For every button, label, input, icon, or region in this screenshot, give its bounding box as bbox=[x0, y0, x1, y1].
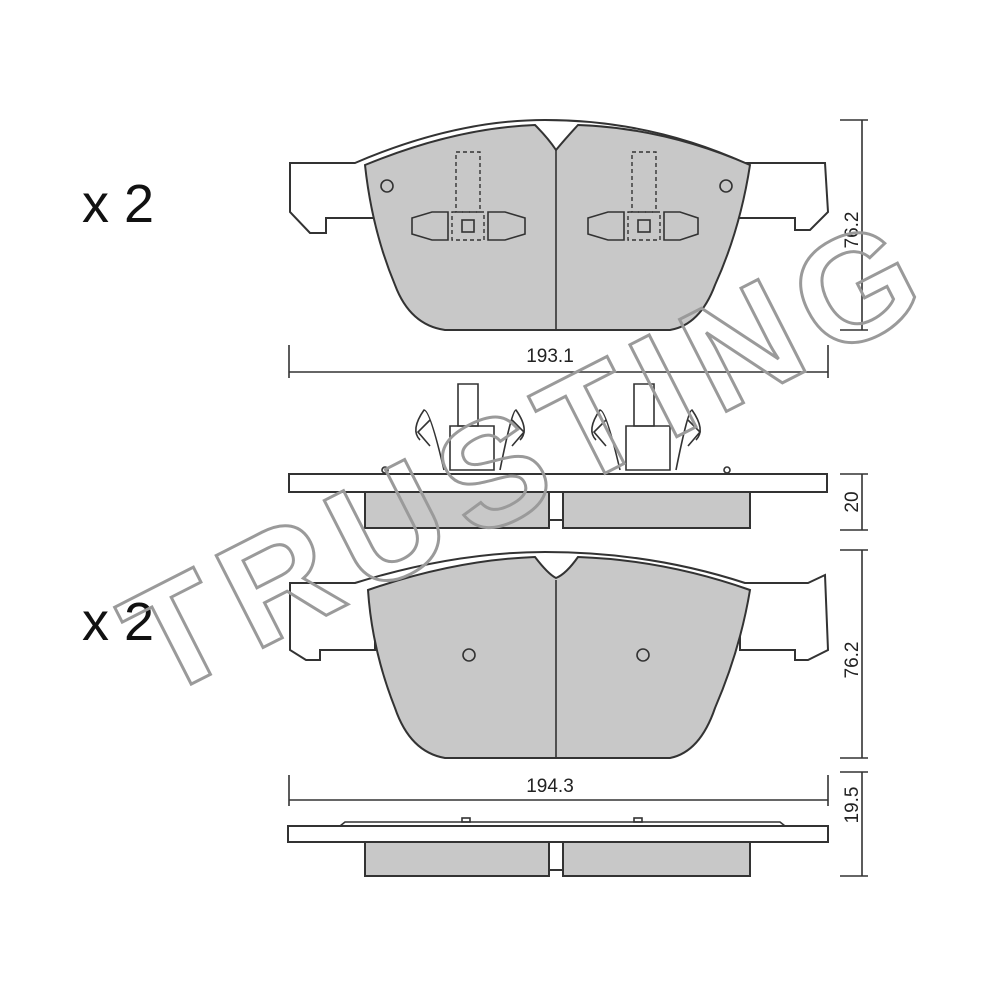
bottom-side-friction-right bbox=[562, 841, 751, 877]
bottom-left-hole bbox=[462, 648, 476, 662]
bottom-height-label: 76.2 bbox=[842, 642, 863, 679]
right-spring-clip bbox=[591, 383, 702, 471]
top-width-label: 193.1 bbox=[526, 346, 574, 367]
top-side-rivet-right bbox=[723, 466, 731, 474]
top-height-dimension: 76.2 bbox=[840, 119, 868, 331]
top-thickness-dimension: 20 bbox=[840, 473, 868, 531]
top-left-hole bbox=[380, 179, 394, 193]
top-right-clip-outline bbox=[587, 151, 699, 241]
top-side-wear-indicator bbox=[548, 491, 564, 521]
quantity-top-label: x 2 bbox=[82, 174, 154, 234]
top-side-rivet-left bbox=[381, 466, 389, 474]
top-friction-material bbox=[363, 123, 752, 331]
left-spring-clip bbox=[415, 383, 526, 471]
bottom-friction-material bbox=[366, 555, 752, 759]
top-right-hole bbox=[719, 179, 733, 193]
bottom-pad-side-view bbox=[287, 817, 829, 877]
top-pad-front-view bbox=[289, 118, 830, 331]
bottom-side-backing-plate bbox=[287, 825, 829, 843]
bottom-right-hole bbox=[636, 648, 650, 662]
top-height-label: 76.2 bbox=[842, 212, 863, 249]
bottom-thickness-dimension: 19.5 bbox=[840, 771, 868, 877]
bottom-pad-front-view bbox=[289, 550, 830, 759]
bottom-side-friction-left bbox=[364, 841, 550, 877]
top-pad-side-view bbox=[288, 383, 828, 529]
bottom-height-dimension: 76.2 bbox=[840, 549, 868, 759]
quantity-bottom-label: x 2 bbox=[82, 592, 154, 652]
top-left-clip-outline bbox=[411, 151, 526, 241]
bottom-side-slot bbox=[548, 841, 564, 871]
bottom-width-label: 194.3 bbox=[526, 776, 574, 797]
top-side-friction-right bbox=[562, 491, 751, 529]
bottom-thickness-label: 19.5 bbox=[842, 787, 863, 824]
bottom-width-dimension: 194.3 bbox=[288, 775, 829, 806]
top-width-dimension: 193.1 bbox=[288, 345, 829, 378]
top-thickness-label: 20 bbox=[842, 491, 863, 512]
